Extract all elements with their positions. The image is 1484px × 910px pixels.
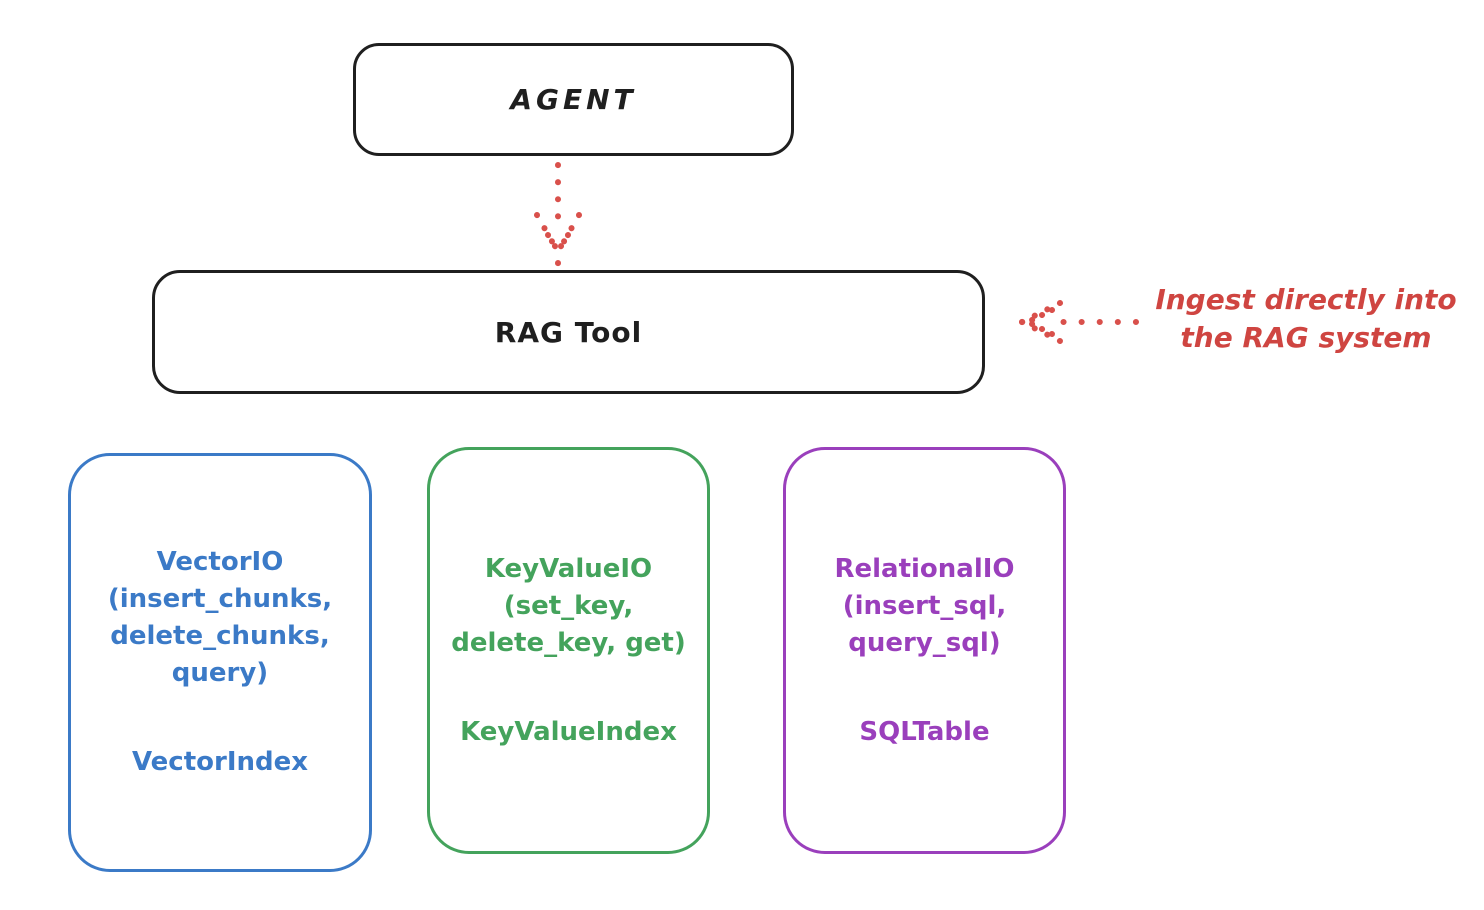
vector-io-line: (insert_chunks,	[107, 584, 333, 614]
agent-box-label: AGENT	[510, 83, 637, 116]
relational-io-line: query_sql)	[848, 627, 1001, 658]
rag-tool-box: RAG Tool	[152, 270, 985, 394]
rag-tool-box-label: RAG Tool	[494, 315, 643, 349]
keyvalue-io-line: KeyValueIO	[484, 553, 653, 584]
vector-io-functions: VectorIO (insert_chunks, delete_chunks, …	[108, 544, 332, 692]
relational-io-functions: RelationalIO (insert_sql, query_sql)	[834, 551, 1014, 662]
relational-io-line: (insert_sql,	[842, 590, 1007, 621]
keyvalue-io-box: KeyValueIO (set_key, delete_key, get) Ke…	[427, 447, 710, 854]
ingest-annotation-line1: Ingest directly into	[1155, 283, 1457, 316]
relational-io-line: RelationalIO	[834, 553, 1015, 584]
relational-io-box: RelationalIO (insert_sql, query_sql) SQL…	[783, 447, 1066, 854]
keyvalue-io-line: (set_key,	[503, 590, 634, 621]
keyvalue-io-functions: KeyValueIO (set_key, delete_key, get)	[451, 551, 686, 662]
keyvalue-index-label: KeyValueIndex	[460, 716, 677, 747]
vector-io-box: VectorIO (insert_chunks, delete_chunks, …	[68, 453, 372, 872]
vector-io-line: delete_chunks,	[110, 621, 330, 651]
vector-io-line: query)	[171, 658, 269, 688]
vector-io-line: VectorIO	[156, 547, 284, 577]
vector-index-label: VectorIndex	[131, 747, 309, 777]
agent-box: AGENT	[353, 43, 794, 156]
ingest-annotation-line2: the RAG system	[1180, 321, 1432, 354]
ingest-annotation-arrow-icon	[1019, 300, 1139, 344]
sql-table-label: SQLTable	[859, 716, 990, 747]
ingest-annotation: Ingest directly into the RAG system	[1138, 281, 1474, 357]
keyvalue-io-line: delete_key, get)	[451, 627, 686, 658]
agent-to-rag-dotted-arrow-icon	[534, 162, 582, 267]
